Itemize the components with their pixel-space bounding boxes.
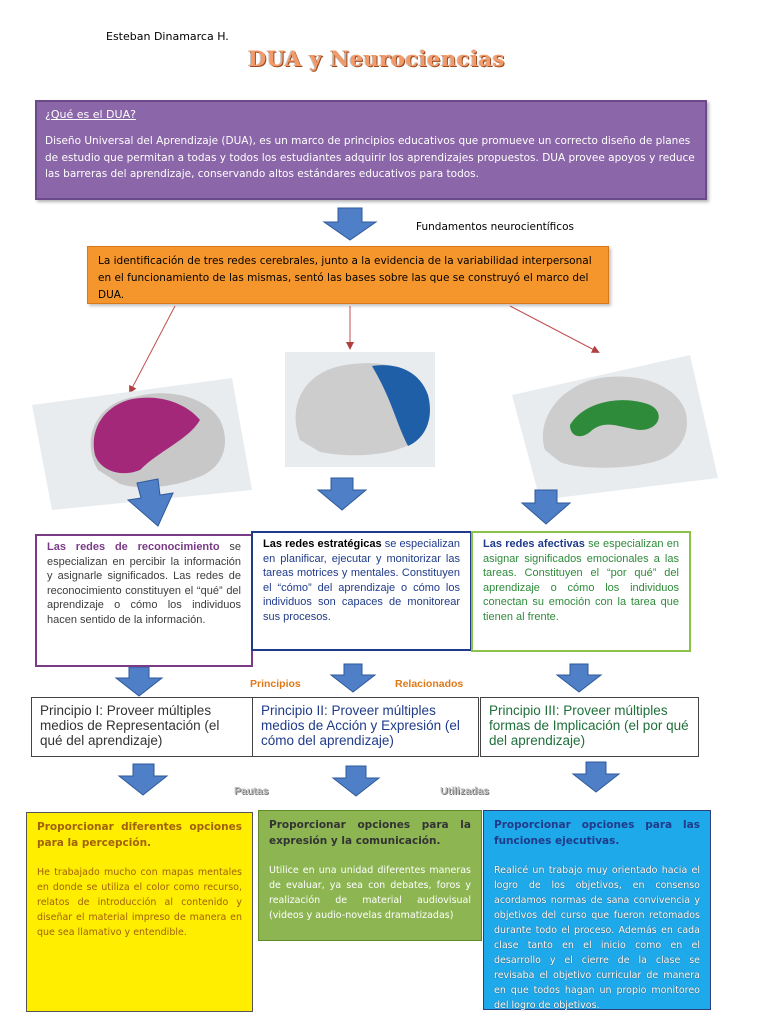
down-arrow-icon bbox=[117, 763, 169, 796]
intro-heading: ¿Qué es el DUA? bbox=[45, 108, 136, 121]
guideline-heading: Proporcionar opciones para las funciones… bbox=[494, 819, 700, 847]
foundation-box: La identificación de tres redes cerebral… bbox=[87, 246, 609, 304]
down-arrow-icon bbox=[571, 761, 621, 793]
label-utilizadas: Utilizadas bbox=[440, 785, 490, 797]
guideline-perception-box: Proporcionar diferentes opciones para la… bbox=[26, 812, 253, 1012]
down-arrow-icon bbox=[126, 478, 174, 527]
network-text: se especializan en asignar significados … bbox=[483, 538, 680, 623]
connector-line bbox=[129, 305, 176, 394]
network-term: Las redes de reconocimiento bbox=[47, 541, 220, 553]
guideline-heading: Proporcionar opciones para la expresión … bbox=[269, 819, 471, 847]
guideline-heading: Proporcionar diferentes opciones para la… bbox=[37, 821, 242, 849]
guideline-executive-box: Proporcionar opciones para las funciones… bbox=[483, 810, 711, 1011]
network-text: se especializan en planificar, ejecutar … bbox=[263, 538, 460, 623]
down-arrow-icon bbox=[331, 765, 381, 797]
down-arrow-icon bbox=[520, 489, 572, 525]
intro-box: ¿Qué es el DUA? Diseño Universal del Apr… bbox=[35, 100, 707, 200]
down-arrow-icon bbox=[114, 666, 164, 697]
network-text: se especializan en percibir la informaci… bbox=[47, 541, 241, 626]
down-arrow-icon bbox=[329, 663, 377, 693]
label-principios: Principios bbox=[250, 678, 301, 690]
brain-recognition-image bbox=[32, 378, 252, 510]
network-strategic-box: Las redes estratégicas se especializan e… bbox=[251, 531, 472, 651]
principle-2-box: Principio II: Proveer múltiples medios d… bbox=[252, 697, 479, 757]
intro-text: Diseño Universal del Aprendizaje (DUA), … bbox=[45, 135, 695, 180]
connector-line bbox=[509, 305, 600, 353]
author-name: Esteban Dinamarca H. bbox=[106, 30, 229, 43]
network-affective-box: Las redes afectivas se especializan en a… bbox=[471, 531, 691, 652]
down-arrow-icon bbox=[322, 207, 378, 241]
down-arrow-icon bbox=[555, 663, 603, 693]
guideline-text: Utilice en una unidad diferentes maneras… bbox=[269, 865, 471, 921]
network-recognition-box: Las redes de reconocimiento se especiali… bbox=[35, 534, 253, 667]
brain-affective-image bbox=[512, 355, 718, 500]
principle-1-box: Principio I: Proveer múltiples medios de… bbox=[31, 697, 253, 757]
brain-strategic-image bbox=[285, 352, 435, 467]
guideline-expression-box: Proporcionar opciones para la expresión … bbox=[258, 810, 482, 941]
fundamentos-label: Fundamentos neurocientíficos bbox=[416, 221, 574, 233]
down-arrow-icon bbox=[316, 477, 368, 511]
network-term: Las redes afectivas bbox=[483, 538, 585, 550]
document-title: DUA y Neurociencias bbox=[248, 46, 505, 71]
principle-3-box: Principio III: Proveer múltiples formas … bbox=[480, 697, 699, 757]
guideline-text: He trabajado mucho con mapas mentales en… bbox=[37, 867, 242, 938]
network-term: Las redes estratégicas bbox=[263, 538, 382, 550]
label-relacionados: Relacionados bbox=[395, 678, 464, 690]
guideline-text: Realicé un trabajo muy orientado hacia e… bbox=[494, 865, 700, 1011]
label-pautas: Pautas bbox=[234, 785, 269, 797]
